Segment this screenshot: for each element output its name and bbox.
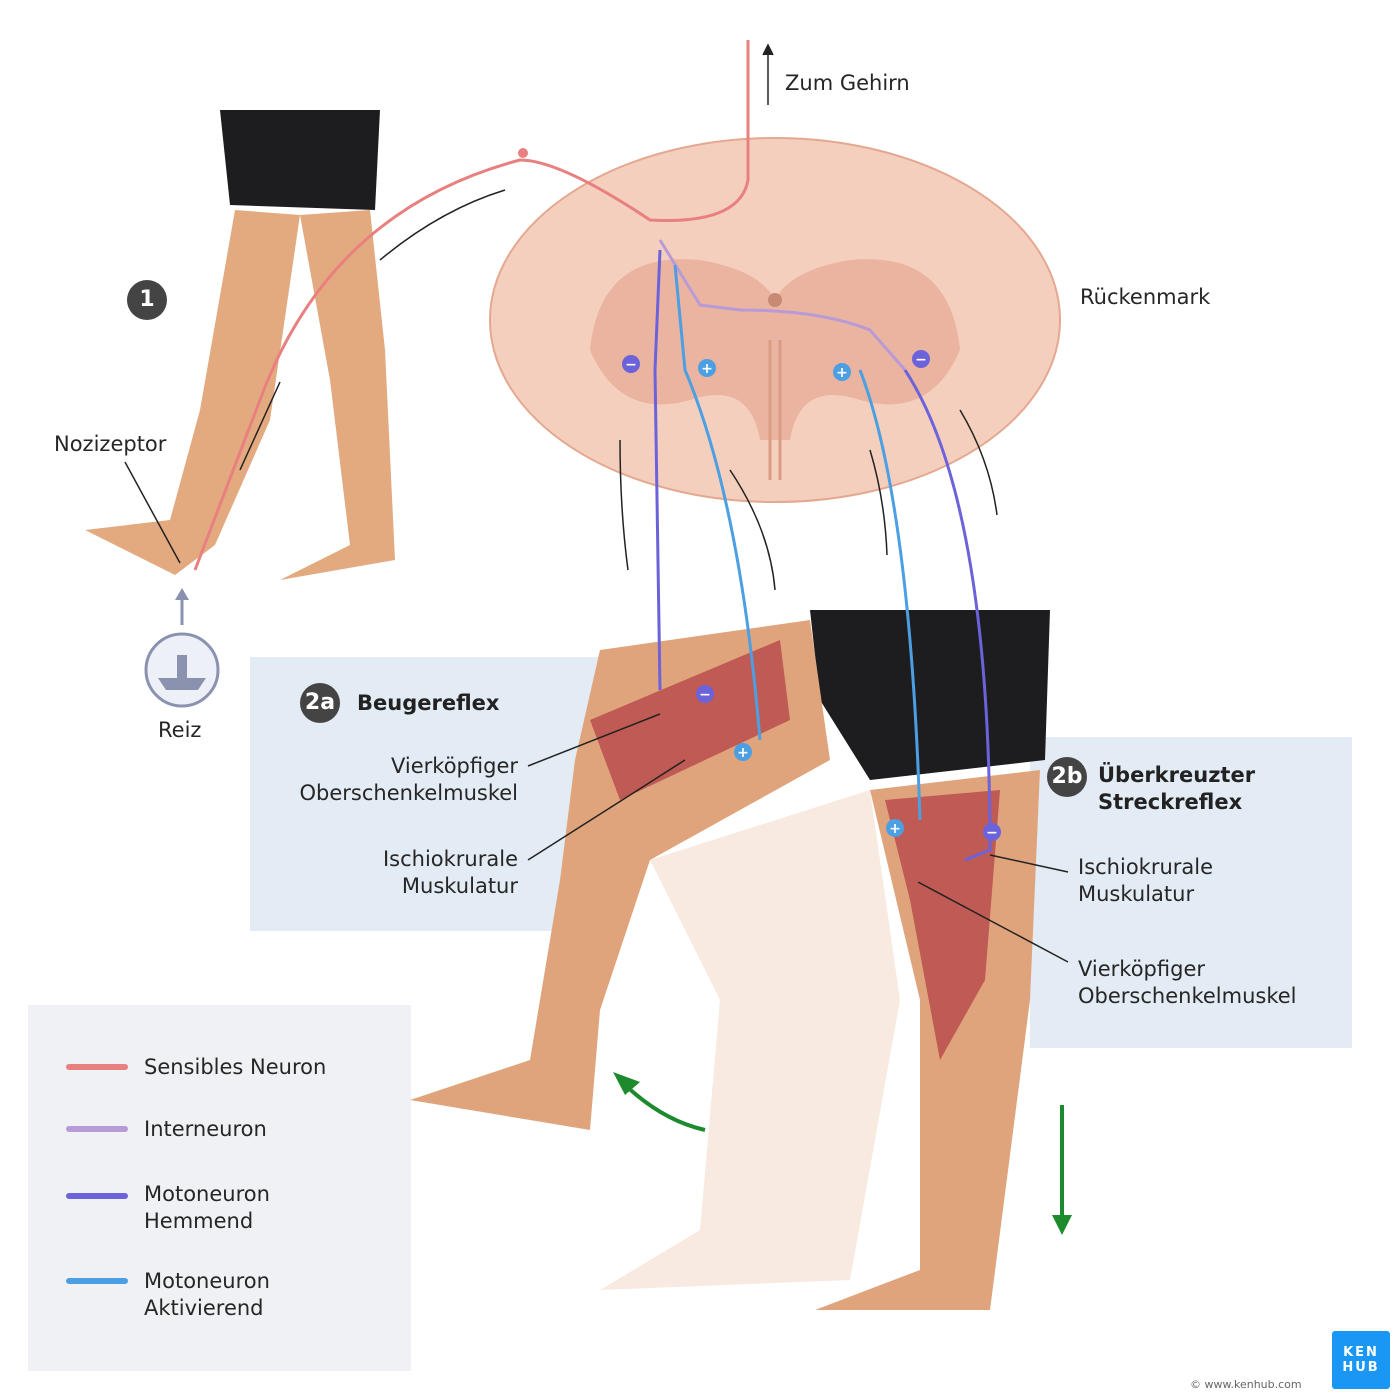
to-brain-label: Zum Gehirn — [785, 71, 910, 95]
panel-2a-title: Beugereflex — [357, 691, 500, 715]
svg-text:+: + — [737, 745, 749, 761]
panel-2a-badge: 2a — [300, 683, 340, 723]
step-1-badge: 1 — [127, 280, 167, 320]
svg-text:−: − — [915, 352, 927, 368]
panel-2b-badge: 2b — [1047, 757, 1087, 797]
stimulus-label: Reiz — [158, 718, 202, 742]
logo-line-1: KEN — [1343, 1345, 1379, 1360]
neuron-paths — [193, 40, 992, 862]
svg-text:−: − — [625, 357, 637, 373]
copyright: © www.kenhub.com — [1190, 1378, 1302, 1391]
standing-leg-illustration — [85, 110, 395, 580]
sign-markers: − + + − − + + − — [622, 350, 1001, 841]
spinal-cord-illustration — [489, 137, 1061, 503]
legend-label-inhibitory: Motoneuron Hemmend — [144, 1182, 270, 1233]
legend-swatch-activating — [66, 1278, 128, 1284]
panel-2b-quadriceps-label: Vierköpfiger Oberschenkelmuskel — [1078, 957, 1297, 1008]
nociceptor-label: Nozizeptor — [54, 432, 167, 456]
flexing-leg-illustration — [410, 610, 1050, 1310]
legend-label-sensory: Sensibles Neuron — [144, 1055, 327, 1079]
panel-2b-background — [1030, 737, 1352, 1048]
legend-label-interneuron: Interneuron — [144, 1117, 267, 1141]
legend-swatch-interneuron — [66, 1126, 128, 1132]
panel-2b-hamstrings-label: Ischiokrurale Muskulatur — [1078, 855, 1214, 906]
arrows — [124, 43, 1069, 963]
svg-text:+: + — [701, 361, 713, 377]
panel-2b-title: Überkreuzter Streckreflex — [1098, 763, 1256, 814]
legend-swatch-sensory — [66, 1064, 128, 1070]
svg-text:+: + — [836, 365, 848, 381]
legend-swatch-inhibitory — [66, 1193, 128, 1199]
panel-2a-quadriceps-label: Vierköpfiger Oberschenkelmuskel — [299, 754, 518, 805]
svg-text:−: − — [699, 687, 711, 703]
panel-2a-hamstrings-label: Ischiokrurale Muskulatur — [382, 847, 518, 898]
spinal-cord-label: Rückenmark — [1080, 285, 1211, 309]
legend-label-activating: Motoneuron Aktivierend — [144, 1269, 270, 1320]
logo-line-2: HUB — [1342, 1360, 1380, 1375]
svg-text:−: − — [986, 825, 998, 841]
candle-stimulus-icon — [144, 632, 220, 708]
svg-text:+: + — [889, 821, 901, 837]
